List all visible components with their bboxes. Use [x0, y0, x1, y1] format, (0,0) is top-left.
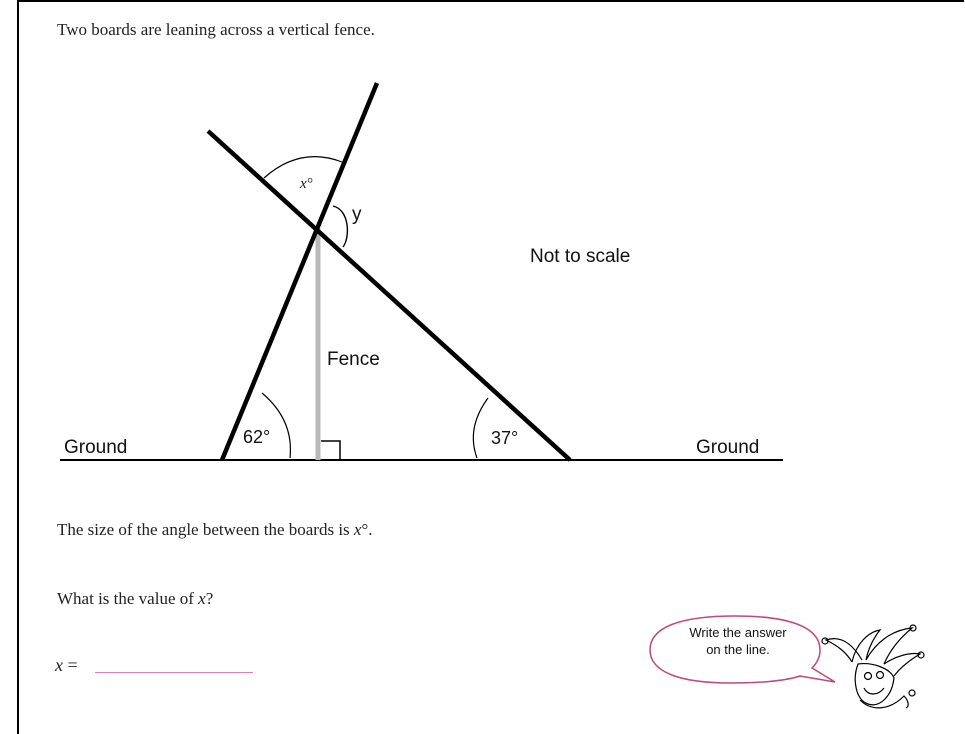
angle-37-label: 37° [491, 428, 519, 448]
answer-label: x = [55, 655, 78, 676]
board-steep [219, 82, 380, 461]
angle-37-arc [472, 397, 489, 459]
angle-statement: The size of the angle between the boards… [57, 520, 373, 540]
answer-variable: x [55, 655, 63, 675]
angle-y-label: y [352, 204, 362, 225]
prompt-variable: x [198, 589, 206, 608]
prompt-suffix: ? [205, 589, 214, 608]
question-intro: Two boards are leaning across a vertical… [57, 20, 375, 39]
not-to-scale-note: Not to scale [530, 246, 631, 267]
answer-line[interactable] [95, 672, 253, 673]
angle-x-label: x° [300, 176, 313, 192]
board-shallow [206, 129, 572, 462]
right-angle-marker [321, 440, 341, 460]
angle-x-arc [263, 156, 343, 179]
angle-62-label: 62° [243, 427, 271, 447]
statement-variable: x [353, 520, 362, 539]
prompt-text: What is the value of [57, 589, 199, 608]
angle-62-arc [261, 392, 292, 459]
speech-bubble-line1: Write the answer [689, 625, 787, 640]
question-frame [17, 0, 964, 734]
statement-suffix: °. [361, 520, 373, 539]
ground-label-right: Ground [696, 437, 760, 458]
angle-y-bracket [332, 205, 349, 248]
statement-text: The size of the angle between the boards… [57, 520, 354, 539]
answer-equals: = [63, 655, 78, 675]
speech-bubble-text: Write the answer on the line. [668, 624, 808, 658]
fence-label: Fence [327, 349, 380, 370]
speech-bubble-line2: on the line. [706, 642, 770, 657]
ground-label-left: Ground [64, 437, 128, 458]
question-prompt: What is the value of x? [57, 589, 213, 609]
